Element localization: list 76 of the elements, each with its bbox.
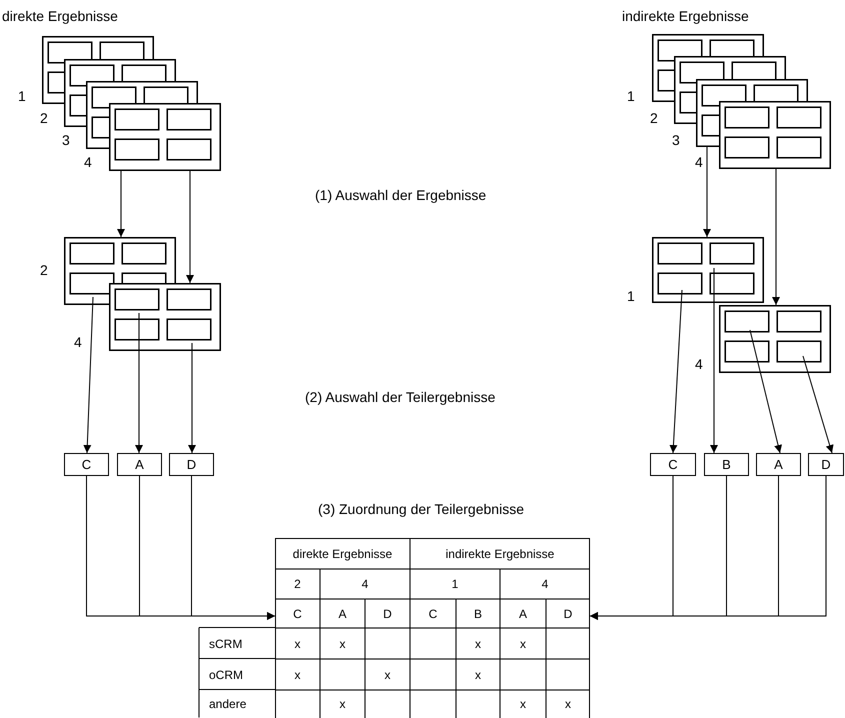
sub-result-box: B [704, 453, 749, 476]
column-header: D [382, 606, 393, 622]
arrow [772, 168, 780, 306]
arrow [117, 170, 125, 238]
assignment-table [275, 538, 590, 718]
arrow [590, 476, 826, 620]
sub-result-box: A [756, 453, 801, 476]
column-header: C [292, 606, 303, 622]
sub-result-box: C [650, 453, 696, 476]
sub-result-box: A [117, 453, 162, 476]
arrow [710, 268, 718, 454]
arrow [191, 476, 276, 620]
sub-result-box: D [169, 453, 214, 476]
table-mark: x [519, 696, 527, 713]
page-number: 3 [672, 132, 680, 148]
column-header: direkte Ergebnisse [292, 546, 394, 562]
page-number: 4 [84, 154, 92, 170]
column-header: A [337, 606, 348, 622]
page-number: 3 [62, 132, 70, 148]
table-mark: x [294, 636, 302, 652]
result-page [652, 34, 764, 102]
section-heading: indirekte Ergebnisse [622, 8, 749, 24]
page-number: 4 [74, 334, 82, 350]
table-mark: x [474, 666, 482, 684]
page-number: 4 [695, 356, 703, 372]
table-mark: x [519, 636, 527, 652]
result-page [109, 283, 221, 351]
table-mark: x [384, 666, 392, 684]
table-mark: x [474, 636, 482, 652]
step-caption: (1) Auswahl der Ergebnisse [315, 187, 486, 203]
page-number: 2 [40, 110, 48, 126]
row-header: sCRM [208, 636, 244, 652]
result-page [719, 101, 831, 169]
result-page [719, 305, 831, 373]
column-header: A [518, 606, 528, 622]
step-caption: (2) Auswahl der Teilergebnisse [305, 389, 496, 405]
arrow [83, 296, 94, 454]
table-mark: x [338, 636, 346, 652]
column-header: 4 [540, 576, 550, 593]
result-page [109, 103, 221, 171]
sub-result-box: C [64, 453, 109, 476]
page-number: 1 [627, 88, 635, 104]
result-page [696, 79, 808, 147]
row-header: oCRM [208, 666, 244, 684]
arrow [669, 290, 682, 454]
column-header: indirekte Ergebnisse [444, 546, 556, 562]
page-number: 4 [695, 154, 703, 170]
column-header: D [562, 606, 574, 622]
sub-result-box: D [808, 453, 844, 476]
table-mark: x [294, 666, 302, 684]
page-number: 1 [627, 288, 635, 304]
page-number: 2 [650, 110, 658, 126]
arrow [135, 312, 143, 454]
column-header: 4 [360, 576, 370, 593]
result-page [652, 237, 764, 303]
step-caption: (3) Zuordnung der Teilergebnisse [318, 501, 524, 517]
row-header: andere [208, 696, 248, 713]
result-page [674, 56, 786, 124]
table-mark: x [564, 696, 572, 713]
arrow [703, 146, 711, 238]
arrow [802, 356, 834, 454]
result-page [64, 59, 176, 127]
arrow [188, 342, 196, 454]
column-header: 1 [450, 576, 460, 593]
arrow [750, 330, 782, 454]
table-mark: x [338, 696, 346, 713]
section-heading: direkte Ergebnisse [2, 8, 118, 24]
column-header: C [428, 606, 438, 622]
column-header: 2 [293, 576, 302, 593]
result-page [42, 36, 154, 104]
page-number: 1 [18, 88, 26, 104]
arrow [186, 170, 194, 284]
column-header: B [472, 606, 483, 622]
result-page [86, 81, 198, 149]
result-page [64, 237, 176, 305]
page-number: 2 [40, 262, 48, 278]
